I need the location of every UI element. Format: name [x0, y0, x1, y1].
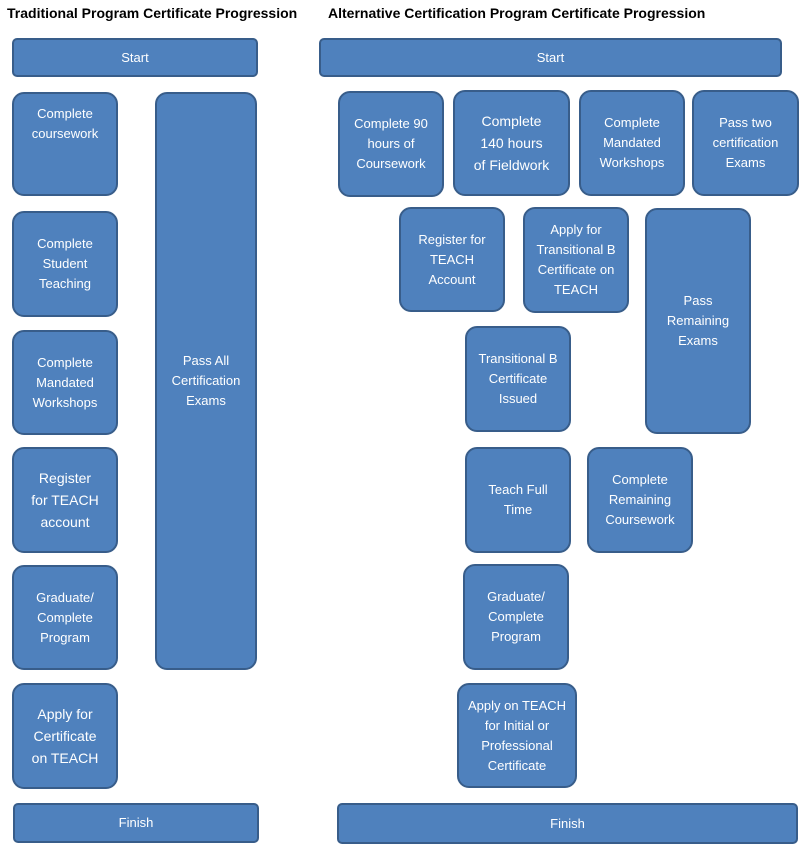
alternative-finish-box: Finish — [337, 803, 798, 844]
traditional-complete-student-teaching-box: Complete Student Teaching — [12, 211, 118, 317]
traditional-apply-certificate-box: Apply for Certificate on TEACH — [12, 683, 118, 789]
alternative-apply-transitional-box: Apply for Transitional B Certificate on … — [523, 207, 629, 313]
alternative-mandated-workshops-box: Complete Mandated Workshops — [579, 90, 685, 196]
alternative-coursework-90-box: Complete 90 hours of Coursework — [338, 91, 444, 197]
alternative-transitional-issued-box: Transitional B Certificate Issued — [465, 326, 571, 432]
alternative-teach-full-time-box: Teach Full Time — [465, 447, 571, 553]
alternative-start-box: Start — [319, 38, 782, 77]
traditional-graduate-box: Graduate/ Complete Program — [12, 565, 118, 670]
traditional-complete-mandated-workshops-box: Complete Mandated Workshops — [12, 330, 118, 435]
traditional-complete-coursework-box: Complete coursework — [12, 92, 118, 196]
alternative-program-title: Alternative Certification Program Certif… — [328, 5, 706, 21]
traditional-pass-all-exams-box: Pass All Certification Exams — [155, 92, 257, 670]
traditional-finish-box: Finish — [13, 803, 259, 843]
alternative-pass-remaining-exams-box: Pass Remaining Exams — [645, 208, 751, 434]
traditional-register-teach-box: Register for TEACH account — [12, 447, 118, 553]
alternative-pass-two-exams-box: Pass two certification Exams — [692, 90, 799, 196]
traditional-program-title: Traditional Program Certificate Progress… — [7, 5, 298, 21]
alternative-graduate-box: Graduate/ Complete Program — [463, 564, 569, 670]
alternative-remaining-coursework-box: Complete Remaining Coursework — [587, 447, 693, 553]
alternative-register-teach-box: Register for TEACH Account — [399, 207, 505, 312]
alternative-apply-initial-box: Apply on TEACH for Initial or Profession… — [457, 683, 577, 788]
alternative-fieldwork-140-box: Complete 140 hours of Fieldwork — [453, 90, 570, 196]
traditional-start-box: Start — [12, 38, 258, 77]
